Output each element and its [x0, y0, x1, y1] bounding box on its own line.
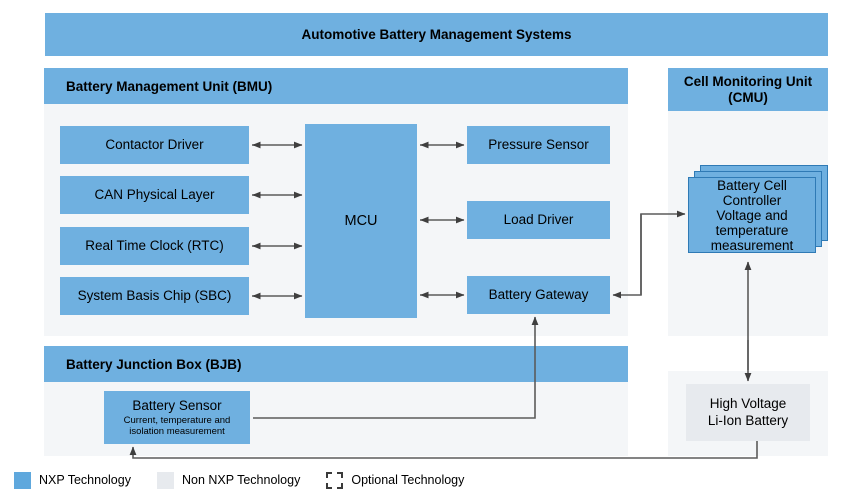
block-label: CAN Physical Layer	[94, 187, 215, 203]
block-battery-sensor[interactable]: Battery Sensor Current, temperature and …	[104, 391, 250, 444]
block-label: Real Time Clock (RTC)	[85, 238, 224, 254]
block-sublabel-line1: Voltage and temperature	[715, 207, 789, 238]
cmu-header-line2: (CMU)	[728, 89, 768, 105]
block-system-basis-chip[interactable]: System Basis Chip (SBC)	[60, 277, 249, 315]
legend-item-non-nxp: Non NXP Technology	[156, 471, 301, 489]
bjb-header-label: Battery Junction Box (BJB)	[66, 356, 242, 372]
block-pressure-sensor[interactable]: Pressure Sensor	[467, 126, 610, 164]
block-label: Pressure Sensor	[488, 137, 589, 153]
block-sublabel-line2: measurement	[710, 237, 794, 253]
hv-battery-line1: High Voltage	[709, 395, 787, 411]
non-nxp-swatch-icon	[156, 471, 174, 489]
block-sublabel-line2: isolation measurement	[129, 425, 225, 437]
cmu-header-line1: Cell Monitoring Unit	[683, 73, 813, 89]
block-label: Load Driver	[503, 212, 574, 228]
legend: NXP Technology Non NXP Technology Option…	[14, 470, 490, 490]
block-label: MCU	[344, 212, 378, 229]
hv-battery-label: High Voltage Li-Ion Battery	[708, 396, 788, 430]
nxp-swatch-icon	[14, 471, 31, 489]
diagram-title-bar: Automotive Battery Management Systems	[45, 13, 828, 56]
block-can-physical-layer[interactable]: CAN Physical Layer	[60, 176, 249, 214]
page-title: Automotive Battery Management Systems	[301, 26, 572, 42]
block-label: Contactor Driver	[105, 137, 204, 153]
hv-battery-line2: Li-Ion Battery	[707, 412, 789, 428]
optional-swatch-icon	[326, 471, 344, 489]
cmu-header: Cell Monitoring Unit (CMU)	[668, 68, 828, 111]
bjb-header: Battery Junction Box (BJB)	[44, 346, 628, 382]
legend-item-nxp: NXP Technology	[14, 471, 131, 489]
block-label: Battery Sensor	[132, 397, 222, 413]
block-label: Battery Gateway	[488, 287, 589, 303]
block-label: System Basis Chip (SBC)	[77, 288, 232, 304]
bmu-header-label: Battery Management Unit (BMU)	[66, 78, 273, 94]
legend-label: Optional Technology	[351, 473, 465, 487]
block-load-driver[interactable]: Load Driver	[467, 201, 610, 239]
legend-label: NXP Technology	[39, 473, 131, 487]
block-sublabel-line1: Current, temperature and	[123, 414, 231, 426]
block-label-line1: Battery Cell	[717, 177, 787, 193]
block-contactor-driver[interactable]: Contactor Driver	[60, 126, 249, 164]
block-mcu[interactable]: MCU	[305, 124, 417, 318]
block-high-voltage-battery[interactable]: High Voltage Li-Ion Battery	[686, 384, 810, 441]
block-real-time-clock[interactable]: Real Time Clock (RTC)	[60, 227, 249, 265]
block-battery-gateway[interactable]: Battery Gateway	[467, 276, 610, 314]
block-label-line2: Controller	[722, 192, 782, 208]
legend-label: Non NXP Technology	[181, 473, 301, 487]
bmu-header: Battery Management Unit (BMU)	[44, 68, 628, 104]
legend-item-optional: Optional Technology	[326, 471, 465, 489]
cmu-header-label: Cell Monitoring Unit (CMU)	[684, 74, 812, 105]
block-battery-cell-controller[interactable]: Battery Cell Controller Voltage and temp…	[688, 177, 816, 253]
